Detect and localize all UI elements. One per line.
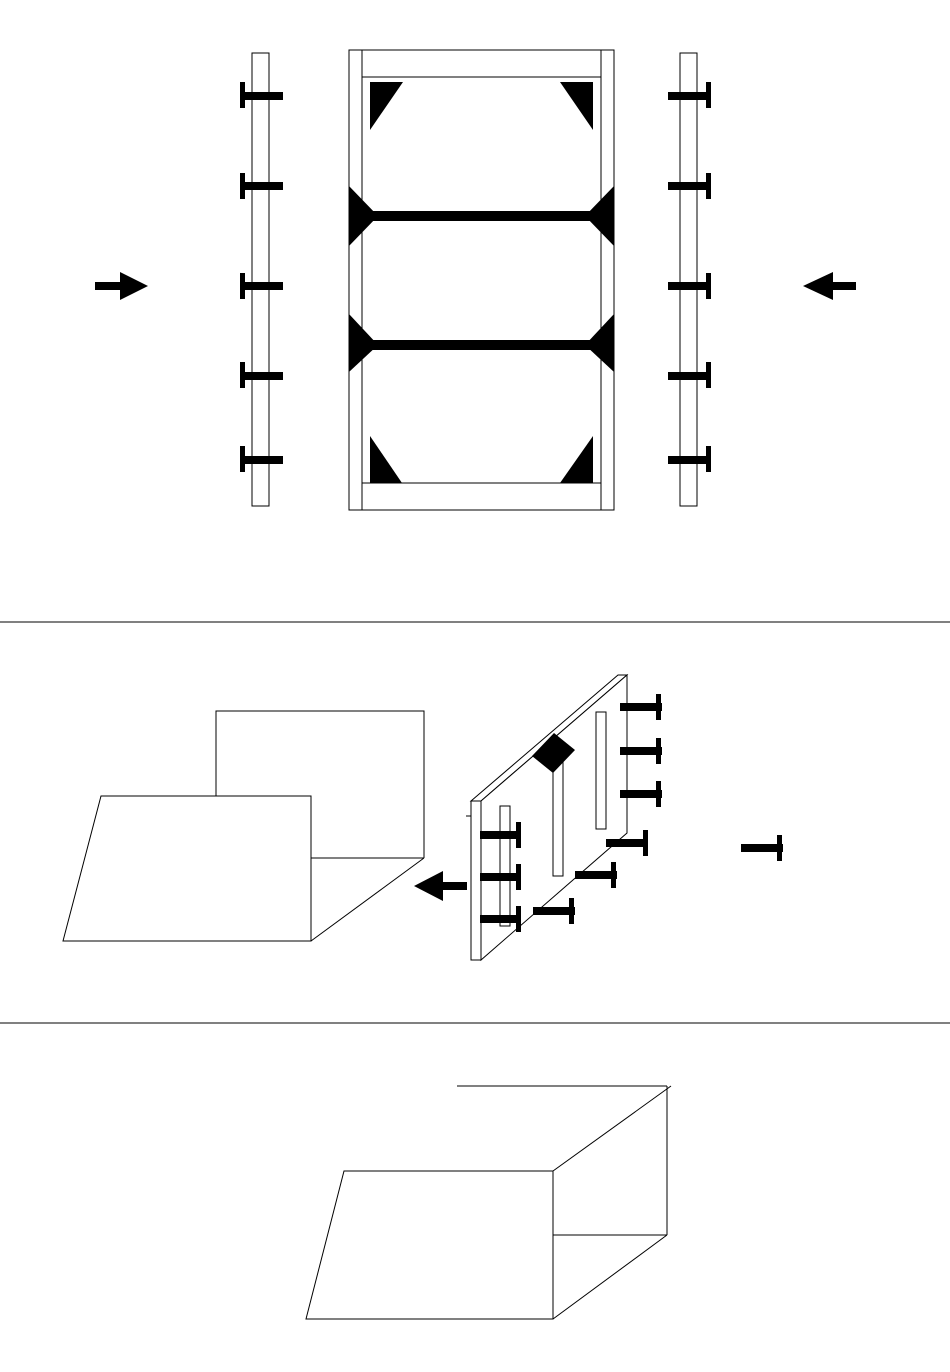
corner-bracket-icon: [560, 436, 593, 483]
assembled-unit-panel: [306, 1086, 671, 1319]
panel-slat: [500, 806, 510, 926]
cabinet-body: [63, 711, 424, 941]
screw-icon: [741, 835, 783, 861]
panel-attachment-panel: [63, 675, 783, 960]
assembled-front-face: [306, 1171, 553, 1319]
central-frame: [349, 50, 614, 510]
arrow-right-icon: [95, 272, 148, 300]
corner-bracket-icon: [370, 436, 402, 483]
corner-bracket-icon: [560, 82, 593, 130]
arrow-left-icon: [414, 871, 467, 901]
left-side-rail: [252, 53, 269, 506]
panel-slat: [596, 712, 606, 829]
corner-bracket-icon: [370, 82, 403, 130]
frame-right-post: [601, 50, 614, 510]
corner-bracket-icon: [585, 314, 614, 372]
right-side-rail: [680, 53, 697, 506]
frame-shelf-upper: [362, 211, 601, 221]
corner-bracket-icon: [585, 186, 614, 246]
corner-bracket-icon: [349, 314, 378, 372]
arrow-left-icon: [803, 272, 856, 300]
frame-left-post: [349, 50, 362, 510]
frame-shelf-lower: [362, 340, 601, 350]
cabinet-front-face: [63, 796, 311, 941]
corner-bracket-icon: [349, 186, 378, 246]
frame-assembly-panel: [95, 50, 856, 510]
